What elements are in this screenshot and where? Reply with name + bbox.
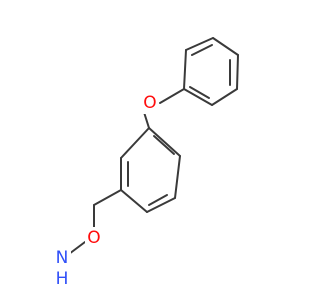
molecule-canvas: O O N H [53, 37, 239, 289]
phenyl-ring-top [183, 37, 239, 106]
bond-inner [189, 86, 210, 99]
bond [120, 189, 148, 213]
bond-inner [191, 44, 213, 56]
bond [146, 197, 176, 213]
bond [174, 155, 181, 199]
ether-oxygen-background [141, 92, 159, 114]
bond [120, 127, 150, 159]
bond [93, 189, 122, 206]
ether-oxygen-label: O [143, 93, 156, 113]
bond [148, 127, 181, 157]
nitrogen-background [53, 248, 71, 270]
bond [183, 49, 187, 90]
bond-inner [148, 194, 168, 206]
bond [68, 241, 86, 255]
atom-labels: O O N H [53, 92, 159, 289]
hydrogen-label: H [56, 269, 69, 289]
hydroxylamine-oxygen-label: O [87, 228, 100, 248]
bond [212, 37, 239, 56]
bond [185, 37, 214, 51]
hydroxylamine-oxygen-background [85, 227, 103, 249]
benzene-ring-middle [120, 127, 181, 213]
bond-inner [153, 135, 175, 155]
bond [211, 88, 238, 106]
bond [183, 88, 213, 106]
molecule-structure: O O N H [53, 37, 239, 289]
hydrogen-background [54, 269, 70, 289]
nitrogen-label: N [56, 248, 69, 268]
bond [159, 88, 185, 104]
bond [236, 54, 239, 90]
